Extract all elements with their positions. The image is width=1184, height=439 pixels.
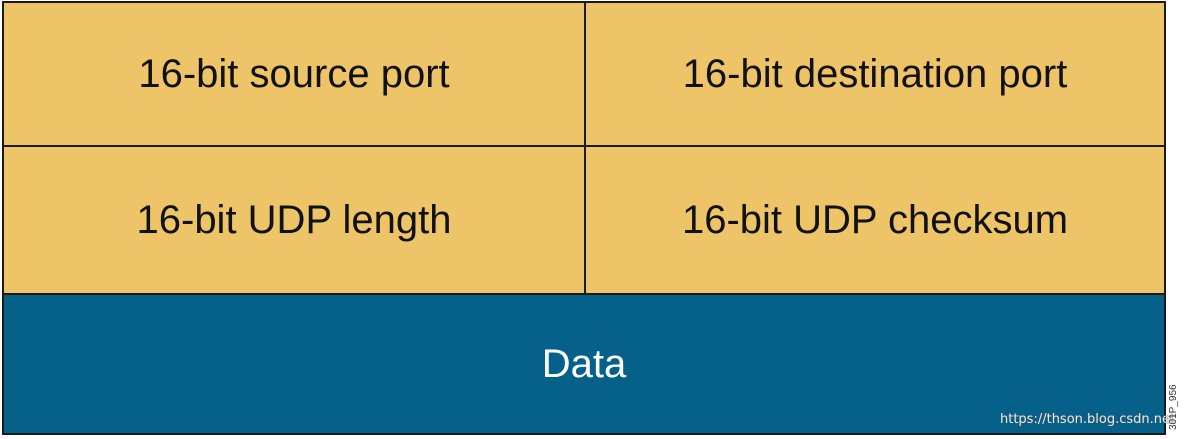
- figure-code: 301P_956: [1168, 384, 1179, 430]
- udp-header-diagram: 16-bit source port 16-bit destination po…: [2, 1, 1166, 435]
- source-port-field: 16-bit source port: [4, 3, 586, 147]
- udp-checksum-label: 16-bit UDP checksum: [681, 197, 1069, 242]
- destination-port-field: 16-bit destination port: [586, 3, 1164, 147]
- data-field: Data: [4, 295, 1164, 433]
- watermark-text: https://thson.blog.csdn.net: [1000, 412, 1176, 427]
- udp-length-field: 16-bit UDP length: [4, 147, 586, 295]
- destination-port-label: 16-bit destination port: [682, 51, 1068, 96]
- data-label: Data: [541, 341, 627, 386]
- source-port-label: 16-bit source port: [138, 51, 450, 96]
- udp-length-label: 16-bit UDP length: [136, 197, 452, 242]
- udp-checksum-field: 16-bit UDP checksum: [586, 147, 1164, 295]
